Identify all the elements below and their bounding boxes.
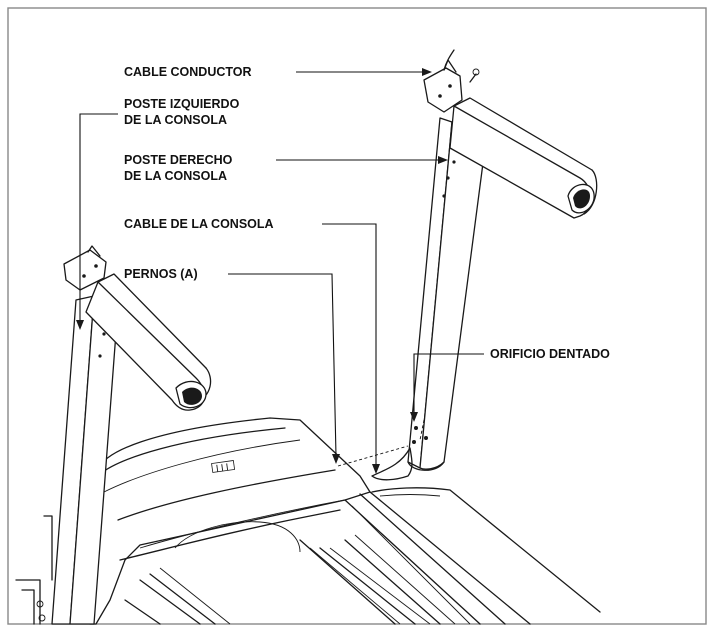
label-cable-consola: CABLE DE LA CONSOLA xyxy=(124,217,274,231)
right-console-upright xyxy=(337,49,598,481)
left-console-upright xyxy=(36,245,212,625)
diagram-frame xyxy=(7,7,707,625)
label-poste-derecho-line2: DE LA CONSOLA xyxy=(124,169,227,183)
treadmill-base xyxy=(15,417,601,625)
leader-lines xyxy=(76,68,484,474)
label-poste-izquierdo-line2: DE LA CONSOLA xyxy=(124,113,227,127)
label-cable-conductor: CABLE CONDUCTOR xyxy=(124,65,252,79)
label-poste-izquierdo-line1: POSTE IZQUIERDO xyxy=(124,97,240,111)
label-pernos: PERNOS (A) xyxy=(124,267,198,281)
callout-labels: CABLE CONDUCTOR POSTE IZQUIERDO DE LA CO… xyxy=(124,65,610,361)
label-orificio-dentado: ORIFICIO DENTADO xyxy=(490,347,610,361)
label-poste-derecho-line1: POSTE DERECHO xyxy=(124,153,233,167)
